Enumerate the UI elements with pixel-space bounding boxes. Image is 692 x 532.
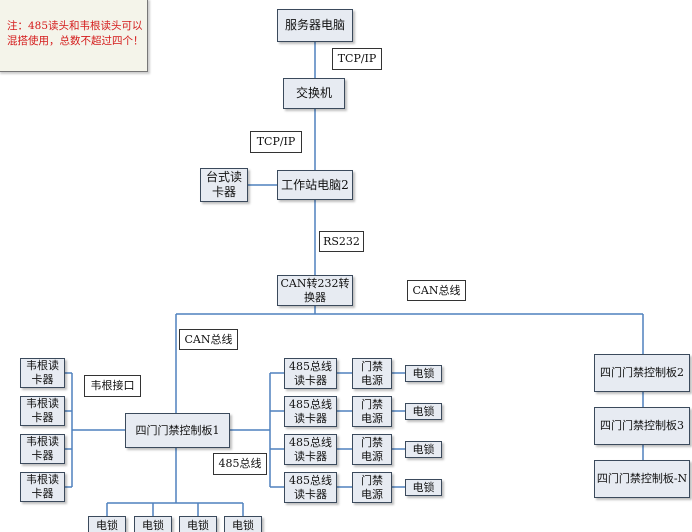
note-line-1: 注：485读头和韦根读头可以 — [7, 20, 143, 32]
door-power-4: 门禁 电源 — [352, 472, 392, 503]
rs485-reader-1: 485总线 读卡器 — [284, 358, 337, 389]
electric-lock-3: 电锁 — [405, 441, 442, 458]
rs485-bus-label: 485总线 — [213, 453, 267, 475]
electric-lock-bottom-3: 电锁 — [179, 516, 217, 532]
wiegand-reader-4: 韦根读 卡器 — [20, 472, 65, 502]
door-power-1: 门禁 电源 — [352, 358, 392, 389]
can-bus-label-2: CAN总线 — [179, 329, 238, 350]
rs485-reader-2: 485总线 读卡器 — [284, 396, 337, 427]
tcpip-label-1: TCP/IP — [332, 48, 382, 70]
can-bus-label-1: CAN总线 — [407, 280, 466, 301]
wiegand-reader-3: 韦根读 卡器 — [20, 434, 65, 464]
desktop-card-reader: 台式读 卡器 — [200, 168, 248, 202]
electric-lock-bottom-1: 电锁 — [88, 516, 126, 532]
door-power-2: 门禁 电源 — [352, 396, 392, 427]
rs232-label: RS232 — [319, 231, 364, 252]
electric-lock-bottom-4: 电锁 — [224, 516, 262, 532]
control-board-3: 四门门禁控制板3 — [594, 407, 690, 445]
can-to-232-converter: CAN转232转 换器 — [277, 275, 353, 306]
control-board-n: 四门门禁控制板-N — [594, 460, 690, 498]
control-board-2: 四门门禁控制板2 — [594, 354, 690, 392]
electric-lock-bottom-2: 电锁 — [134, 516, 172, 532]
server-computer: 服务器电脑 — [277, 9, 353, 42]
note-line-2: 混搭使用，总数不超过四个！ — [7, 35, 144, 47]
tcpip-label-2: TCP/IP — [250, 131, 302, 153]
control-board-1: 四门门禁控制板1 — [125, 413, 230, 448]
electric-lock-4: 电锁 — [405, 479, 442, 496]
note-box: 注：485读头和韦根读头可以 混搭使用，总数不超过四个！ — [0, 0, 148, 72]
rs485-reader-3: 485总线 读卡器 — [284, 434, 337, 465]
rs485-reader-4: 485总线 读卡器 — [284, 472, 337, 503]
electric-lock-2: 电锁 — [405, 403, 442, 420]
door-power-3: 门禁 电源 — [352, 434, 392, 465]
electric-lock-1: 电锁 — [405, 365, 442, 382]
wiegand-reader-1: 韦根读 卡器 — [20, 358, 65, 388]
network-switch: 交换机 — [283, 78, 345, 109]
wiegand-port-label: 韦根接口 — [84, 375, 141, 397]
wiegand-reader-2: 韦根读 卡器 — [20, 396, 65, 426]
workstation-computer: 工作站电脑2 — [277, 170, 353, 200]
